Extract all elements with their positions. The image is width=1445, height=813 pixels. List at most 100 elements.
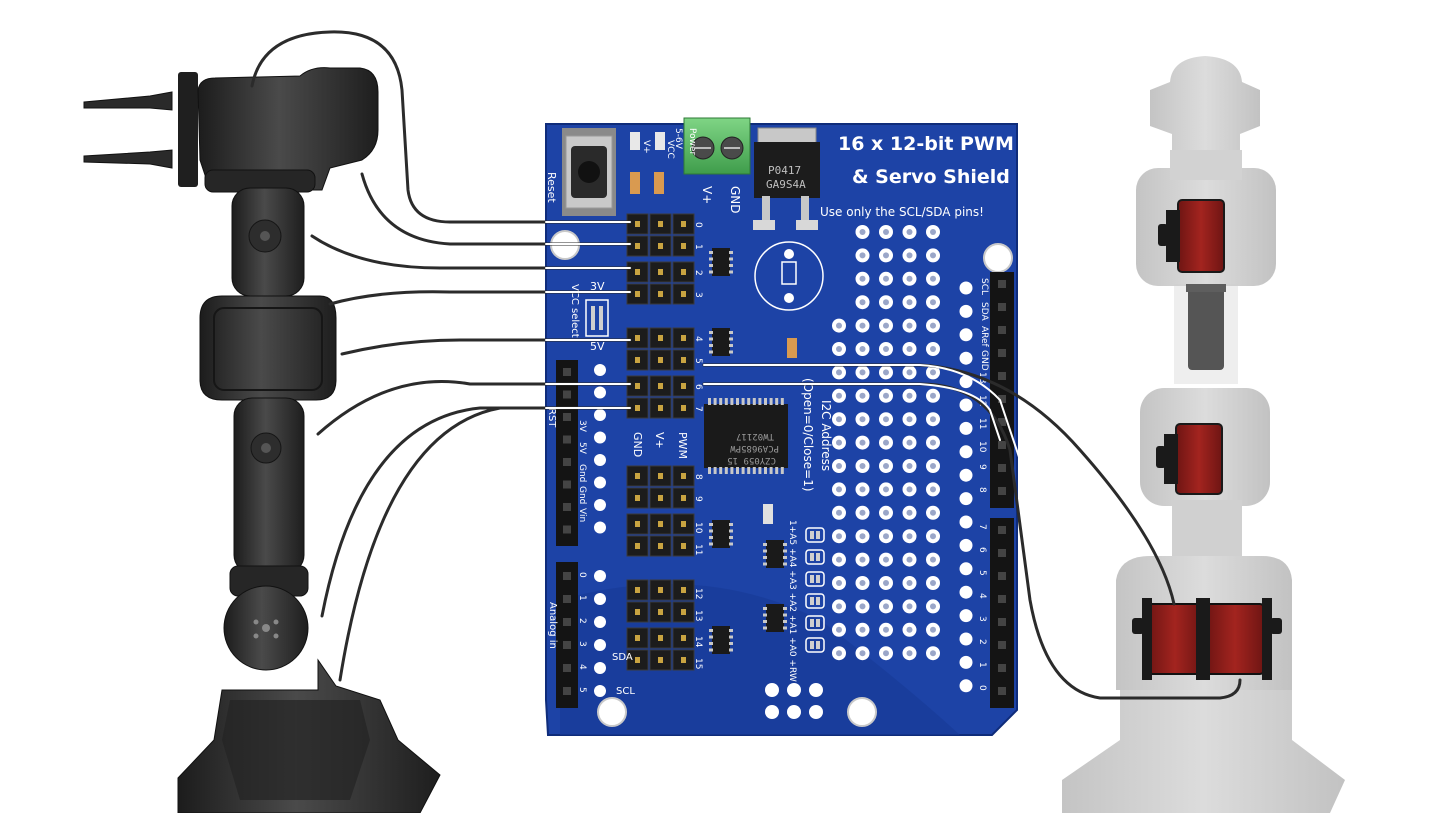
pca9685-chip: PCA9685PW TW02117 CZY059 15	[704, 398, 788, 474]
channel-label: 12	[693, 588, 703, 599]
mount-hole	[847, 697, 877, 727]
channel-label: 9	[693, 496, 703, 502]
digital-pin-label: 8	[977, 487, 987, 493]
board-title-line1: 16 x 12-bit PWM	[838, 133, 1014, 155]
i2c-address-hint: (Open=0/Close=1)	[801, 378, 815, 492]
mount-hole	[597, 697, 627, 727]
channel-label: 4	[693, 336, 703, 342]
digital-pin-label: 2	[977, 639, 987, 645]
vplus-led-label: V+	[641, 140, 651, 154]
channel-label: 14	[693, 636, 703, 648]
resistor-pack	[712, 520, 730, 548]
voltage-regulator: P0417 GA9S4A	[753, 127, 820, 230]
header-pwm-label: PWM	[676, 432, 689, 459]
resistor	[630, 172, 640, 194]
gripper	[83, 72, 198, 187]
servo-wires	[250, 30, 1242, 700]
analog-pin-label: 4	[577, 664, 587, 670]
analog-pin-label: 0	[577, 572, 587, 578]
analog-in-label: Analog in	[547, 602, 558, 649]
led	[630, 132, 640, 150]
address-jumpers[interactable]	[805, 527, 825, 653]
power-terminal-block[interactable]	[683, 117, 751, 175]
channel-label: 6	[693, 384, 703, 390]
address-bits-label: 1+A5 +A4 +A3 +A2 +A1 +A0 +RW	[787, 520, 797, 682]
scl-label: SCL	[616, 686, 635, 697]
digital-pin-label: 6	[977, 547, 987, 553]
channel-label: 3	[693, 292, 703, 298]
resistor-pack	[712, 248, 730, 276]
channel-label: 15	[693, 658, 703, 669]
analog-pin-label: 3	[577, 641, 587, 647]
right-pin-label: SDA	[979, 302, 989, 321]
right-pin-label: ARef	[979, 326, 989, 348]
resistor-pack	[712, 626, 730, 654]
board-note: Use only the SCL/SDA pins!	[820, 205, 984, 219]
channel-label: 10	[693, 522, 703, 534]
power-pin-label: Vin	[577, 508, 587, 522]
digital-pin-label: 0	[977, 685, 987, 691]
power-pin-label: Gnd	[577, 464, 587, 482]
digital-pin-label: 3	[977, 616, 987, 622]
channel-label: 11	[693, 544, 703, 555]
rst-pin-label: RST	[546, 408, 557, 428]
vcc-select-label: VCC select	[569, 284, 580, 338]
power-pin-label: 5V	[577, 442, 587, 455]
channel-label: 0	[693, 222, 703, 228]
analog-pin-label: 1	[577, 595, 587, 601]
channel-label: 7	[693, 406, 703, 412]
chip-marking-2: TW02117	[736, 431, 774, 441]
regulator-marking: P0417	[768, 164, 801, 177]
power-label: Power	[687, 128, 697, 156]
i2c-address-label: I2C Address	[819, 400, 833, 471]
robot-arm-left	[83, 67, 441, 813]
digital-pin-label: 10	[977, 441, 987, 453]
robot-arm-right	[1062, 56, 1345, 813]
channel-label: 2	[693, 270, 703, 276]
chip-marking-1: PCA9685PW	[730, 443, 779, 453]
vcc-led-label: VCC	[665, 140, 675, 159]
smd-capacitor	[763, 504, 773, 524]
resistor-pack	[712, 328, 730, 356]
vcc-select-jumper[interactable]	[585, 299, 609, 337]
sda-label: SDA	[612, 652, 633, 663]
channel-label: 13	[693, 610, 703, 621]
digital-pin-label: 7	[977, 524, 987, 530]
header-gnd-label: GND	[631, 432, 644, 457]
regulator-marking-2: GA9S4A	[766, 178, 806, 191]
chip-marking-3: CZY059 15	[727, 455, 776, 465]
header-vplus-label: V+	[653, 432, 666, 449]
power-pin-label: 3V	[577, 420, 587, 433]
terminal-gnd-label: GND	[728, 186, 742, 214]
smd-resistor	[787, 338, 797, 358]
capacitor-footprint	[754, 241, 824, 311]
resistor-pack	[766, 540, 784, 568]
reset-button[interactable]	[562, 128, 616, 216]
channel-label: 1	[693, 244, 703, 250]
resistor-pack	[766, 604, 784, 632]
right-pin-label: GND	[979, 350, 989, 371]
digital-pin-label: 9	[977, 464, 987, 470]
resistor	[654, 172, 664, 194]
board-title-line2: & Servo Shield	[852, 166, 1010, 188]
channel-label: 8	[693, 474, 703, 480]
power-pin-label: Gnd	[577, 486, 587, 504]
channel-label: 5	[693, 358, 703, 364]
prototyping-area	[765, 225, 973, 719]
digital-pin-label: 1	[977, 662, 987, 668]
analog-pin-label: 2	[577, 618, 587, 624]
analog-pin-label: 5	[577, 687, 587, 693]
vcc-5v-label: 5V	[590, 340, 605, 353]
digital-pin-label: 5	[977, 570, 987, 576]
pwm-servo-shield: Reset V+ VCC 5-6V Power V+ GND P0417	[545, 117, 1018, 736]
mount-hole	[983, 243, 1013, 273]
led	[655, 132, 665, 150]
digital-pin-label: 4	[977, 593, 987, 599]
right-pin-label: SCL	[979, 278, 989, 295]
vcc-3v-label: 3V	[590, 280, 605, 293]
digital-pin-label: 11	[977, 418, 987, 429]
terminal-vplus-label: V+	[700, 186, 714, 204]
